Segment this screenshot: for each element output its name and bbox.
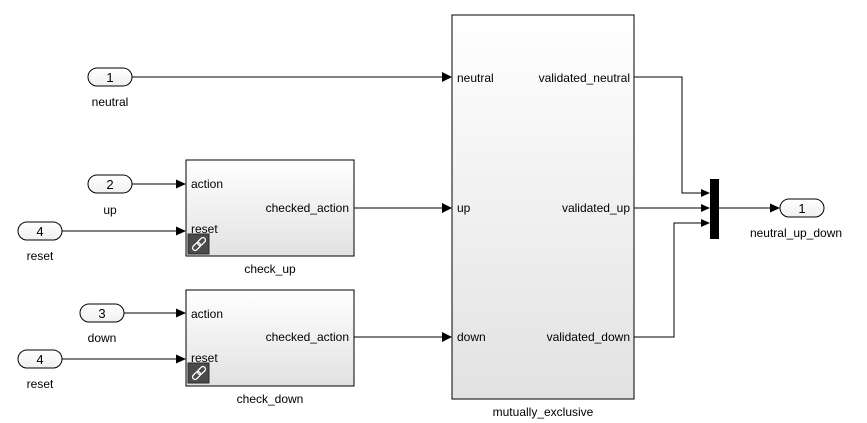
library-link-icon (187, 233, 210, 255)
inport-up-number: 2 (106, 177, 113, 192)
mux-block[interactable] (710, 179, 719, 239)
inport-reset-lower-label: reset (27, 377, 54, 391)
signal-arrowhead (442, 203, 452, 213)
signal-lines (62, 72, 780, 364)
check-up-port-action: action (191, 177, 223, 191)
signal-arrowhead (176, 179, 186, 189)
subsystem-check-up[interactable]: action reset checked_action check_up (185, 159, 355, 276)
inport-down-label: down (88, 331, 117, 345)
inport-reset-upper[interactable]: 4 reset (17, 221, 63, 263)
inport-reset-upper-number: 4 (36, 224, 43, 239)
mutex-name: mutually_exclusive (493, 405, 594, 419)
check-down-port-reset: reset (191, 351, 218, 365)
mutex-port-down: down (457, 330, 486, 344)
inport-up-label: up (103, 203, 117, 217)
mutex-port-validated-neutral: validated_neutral (539, 71, 630, 85)
mutex-port-validated-down: validated_down (547, 330, 630, 344)
check-down-port-action: action (191, 307, 223, 321)
signal-arrowhead (176, 226, 186, 236)
mutex-port-neutral: neutral (457, 71, 494, 85)
inport-neutral[interactable]: 1 neutral (87, 67, 133, 109)
check-up-port-checked-action: checked_action (266, 201, 349, 215)
signal-arrowhead (770, 203, 780, 213)
check-down-port-checked-action: checked_action (266, 330, 349, 344)
mutex-port-up: up (457, 201, 471, 215)
inport-down[interactable]: 3 down (79, 303, 125, 345)
signal-line[interactable] (634, 76, 701, 194)
inport-reset-lower[interactable]: 4 reset (17, 349, 63, 391)
signal-line[interactable] (634, 222, 701, 338)
outport-label: neutral_up_down (750, 226, 842, 240)
subsystem-mutually-exclusive[interactable]: neutral up down validated_neutral valida… (451, 14, 635, 419)
outport-number: 1 (798, 201, 805, 216)
inport-reset-upper-label: reset (27, 249, 54, 263)
inport-reset-lower-number: 4 (36, 352, 43, 367)
signal-arrowhead (701, 204, 710, 212)
signal-arrowhead (442, 72, 452, 82)
mutex-port-validated-up: validated_up (562, 201, 630, 215)
subsystem-check-down[interactable]: action reset checked_action check_down (185, 289, 355, 406)
signal-arrowhead (176, 354, 186, 364)
inport-neutral-number: 1 (106, 70, 113, 85)
signal-arrowhead (701, 219, 710, 227)
signal-arrowhead (701, 189, 710, 197)
signal-arrowhead (176, 308, 186, 318)
check-up-name: check_up (244, 262, 296, 276)
check-down-name: check_down (237, 392, 304, 406)
check-up-port-reset: reset (191, 222, 218, 236)
library-link-icon (187, 362, 210, 384)
outport-neutral-up-down[interactable]: 1 neutral_up_down (750, 198, 842, 240)
signal-arrowhead (442, 332, 452, 342)
inport-up[interactable]: 2 up (87, 174, 133, 217)
inport-neutral-label: neutral (92, 95, 129, 109)
inport-down-number: 3 (98, 306, 105, 321)
